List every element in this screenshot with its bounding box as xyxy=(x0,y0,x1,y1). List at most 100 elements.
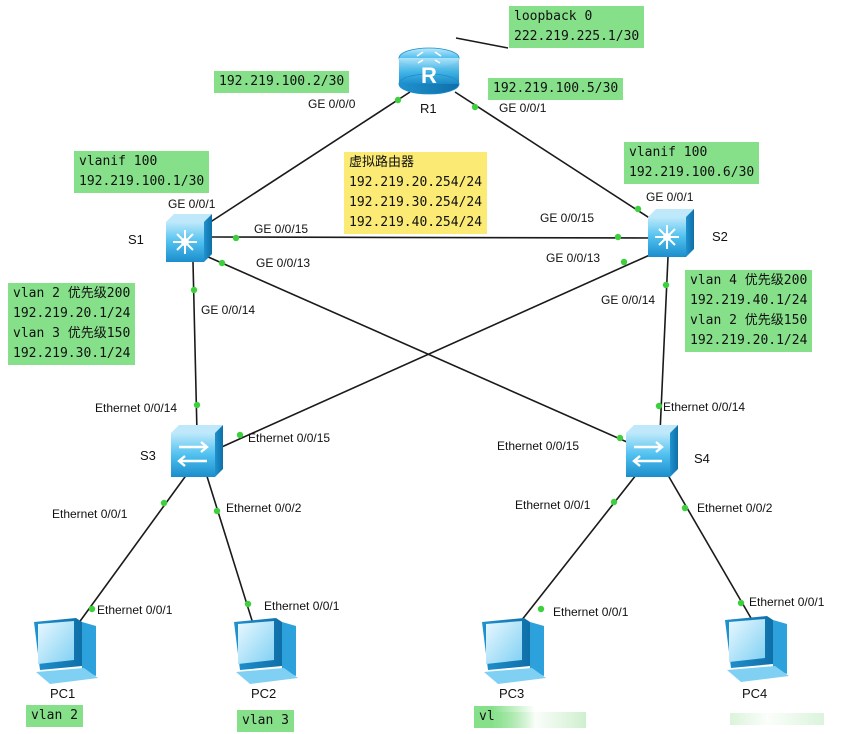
s2-name: S2 xyxy=(712,229,728,244)
link-s2-s3 xyxy=(214,253,653,451)
pc-icon[interactable] xyxy=(482,618,546,684)
s1-vlanif-label: vlanif 100 192.219.100.1/30 xyxy=(74,151,210,193)
layer3-switch-icon[interactable] xyxy=(648,209,694,257)
port-dot xyxy=(213,507,221,515)
port-label: GE 0/0/15 xyxy=(254,222,309,236)
link-s1-s2 xyxy=(205,236,653,239)
faded-label-smudges xyxy=(496,710,828,730)
port-dot xyxy=(655,402,663,410)
s1-vlanif-line: 192.219.100.1/30 xyxy=(79,174,205,189)
s2-vlan-priority-label: vlan 4 优先级200 192.219.40.1/24 vlan 2 优先级… xyxy=(685,270,813,352)
link-r1-s2 xyxy=(454,91,669,231)
port-dot xyxy=(160,499,168,507)
link-s4-pc3 xyxy=(509,469,641,636)
s2-vlan-line: 192.219.20.1/24 xyxy=(690,333,808,348)
pc3-vlan-label: vl xyxy=(474,706,535,728)
s1-vlan-line: vlan 3 优先级150 xyxy=(13,326,131,341)
port-dot xyxy=(610,498,618,506)
s2-vlanif-label: vlanif 100 192.219.100.6/30 xyxy=(624,142,760,184)
r1-left-ip: 192.219.100.2/30 xyxy=(219,74,345,89)
port-label: Ethernet 0/0/1 xyxy=(97,603,173,617)
virtual-router-title: 虚拟路由器 xyxy=(349,155,415,170)
s1-name: S1 xyxy=(128,232,144,247)
pc-icon[interactable] xyxy=(234,618,298,684)
pc1-name: PC1 xyxy=(50,686,76,701)
s3-name: S3 xyxy=(140,448,156,463)
pc3-vlan: vl xyxy=(479,709,495,724)
layer2-switch-icon[interactable] xyxy=(171,425,223,477)
r1-right-ip: 192.219.100.5/30 xyxy=(493,81,619,96)
pc4-name: PC4 xyxy=(742,686,768,701)
s1-vlan-line: vlan 2 优先级200 xyxy=(13,286,131,301)
port-dot xyxy=(190,286,198,294)
port-label: Ethernet 0/0/14 xyxy=(95,401,178,415)
pc1-vlan-label: vlan 2 xyxy=(26,705,83,727)
port-label: GE 0/0/1 xyxy=(168,197,216,211)
loopback-label-line: loopback 0 xyxy=(514,9,593,24)
port-dot xyxy=(537,605,545,613)
port-label: Ethernet 0/0/1 xyxy=(553,605,629,619)
r1-name: R1 xyxy=(420,101,437,116)
port-label: GE 0/0/1 xyxy=(646,190,694,204)
port-dot xyxy=(614,233,622,241)
virtual-router-ip: 192.219.40.254/24 xyxy=(349,215,483,230)
port-label: Ethernet 0/0/14 xyxy=(663,400,746,414)
s2-vlan-line: vlan 4 优先级200 xyxy=(690,273,808,288)
port-dot xyxy=(394,96,402,104)
link-s1-s4 xyxy=(205,255,646,451)
port-dot xyxy=(232,234,240,242)
links xyxy=(69,37,756,636)
port-label: Ethernet 0/0/2 xyxy=(697,501,773,515)
pc3-name: PC3 xyxy=(499,686,525,701)
port-dots xyxy=(88,96,745,613)
virtual-router-label: 虚拟路由器 192.219.20.254/24 192.219.30.254/2… xyxy=(344,152,488,234)
s2-vlan-line: vlan 2 优先级150 xyxy=(690,313,808,328)
s1-vlan-priority-label: vlan 2 优先级200 192.219.20.1/24 vlan 3 优先级… xyxy=(8,283,136,365)
router-icon[interactable]: R xyxy=(398,47,460,95)
s1-vlan-line: 192.219.30.1/24 xyxy=(13,346,131,361)
layer2-switch-icon[interactable] xyxy=(626,425,678,477)
port-dot xyxy=(471,103,479,111)
port-label: GE 0/0/13 xyxy=(546,251,601,265)
port-dot xyxy=(681,504,689,512)
port-label: GE 0/0/15 xyxy=(540,211,595,225)
port-dot xyxy=(236,431,244,439)
port-label: GE 0/0/1 xyxy=(499,101,547,115)
pc2-vlan-label: vlan 3 xyxy=(237,710,294,732)
port-dot xyxy=(737,599,745,607)
port-label: Ethernet 0/0/15 xyxy=(497,439,580,453)
port-label: Ethernet 0/0/2 xyxy=(226,501,302,515)
s1-vlanif-line: vlanif 100 xyxy=(79,154,158,169)
s1-vlan-line: 192.219.20.1/24 xyxy=(13,306,131,321)
link-r1-s1 xyxy=(191,91,411,235)
port-label: GE 0/0/0 xyxy=(308,97,356,111)
virtual-router-ip: 192.219.20.254/24 xyxy=(349,175,483,190)
s2-vlanif-line: 192.219.100.6/30 xyxy=(629,165,755,180)
pc-icon[interactable] xyxy=(34,618,98,684)
port-label: Ethernet 0/0/1 xyxy=(749,595,825,609)
pc-icon[interactable] xyxy=(725,616,789,682)
port-label: Ethernet 0/0/1 xyxy=(515,498,591,512)
port-label: Ethernet 0/0/1 xyxy=(264,599,340,613)
port-dot xyxy=(662,281,670,289)
s2-vlanif-line: vlanif 100 xyxy=(629,145,708,160)
r1-left-ip-label: 192.219.100.2/30 xyxy=(214,71,350,93)
virtual-router-ip: 192.219.30.254/24 xyxy=(349,195,483,210)
port-dot xyxy=(218,259,226,267)
port-label: GE 0/0/14 xyxy=(201,303,256,317)
port-dot xyxy=(193,401,201,409)
port-dot xyxy=(616,434,624,442)
r1-right-ip-label: 192.219.100.5/30 xyxy=(488,78,624,100)
port-label: Ethernet 0/0/15 xyxy=(248,431,331,445)
s4-name: S4 xyxy=(694,451,710,466)
port-dot xyxy=(88,605,96,613)
port-label: Ethernet 0/0/1 xyxy=(52,507,128,521)
layer3-switch-icon[interactable] xyxy=(166,214,212,262)
link-r1-loopback xyxy=(455,37,509,49)
loopback-label: loopback 0 222.219.225.1/30 xyxy=(509,6,645,48)
port-dot xyxy=(244,600,252,608)
loopback-label-line: 222.219.225.1/30 xyxy=(514,29,640,44)
pc2-name: PC2 xyxy=(251,686,277,701)
